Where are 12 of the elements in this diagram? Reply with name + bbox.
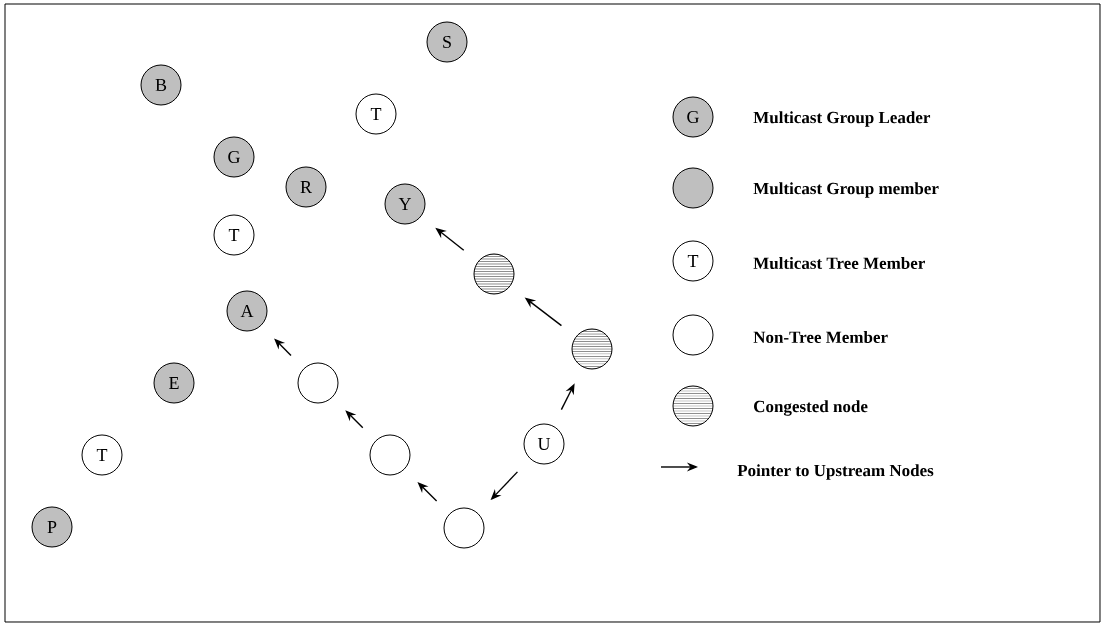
arrow — [345, 410, 364, 429]
legend-label: Congested node — [754, 400, 868, 416]
node-circle — [297, 362, 339, 404]
node-circle — [369, 434, 411, 476]
legend-label: Multicast Tree Member — [753, 257, 925, 269]
hatched-circle — [571, 328, 613, 370]
hatched-circle — [473, 253, 515, 295]
legend-label: Pointer to Upstream Nodes — [737, 464, 934, 480]
legend-label: Multicast Group member — [753, 182, 939, 198]
legend-label: Multicast Group Leader — [753, 111, 931, 127]
node-circle — [443, 507, 485, 549]
legend-label: Non-Tree Member — [753, 331, 888, 343]
